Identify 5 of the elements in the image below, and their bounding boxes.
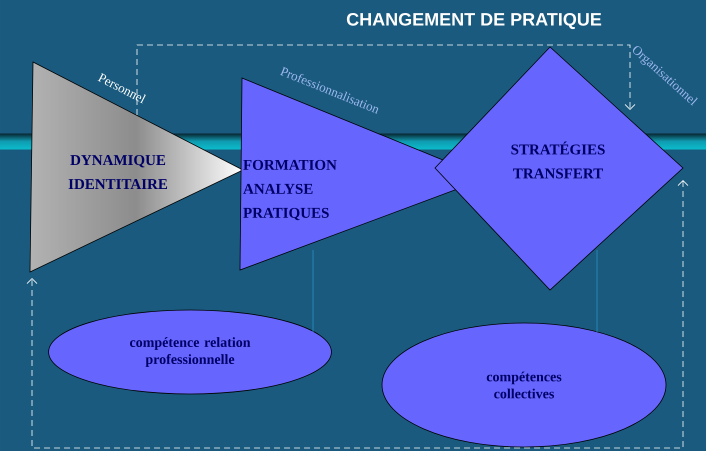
dashed-arrow bbox=[136, 44, 636, 116]
connector bbox=[596, 250, 598, 332]
dashed-arrow bbox=[26, 180, 688, 448]
connector bbox=[312, 250, 314, 332]
title: CHANGEMENT DE PRATIQUE bbox=[346, 12, 602, 30]
